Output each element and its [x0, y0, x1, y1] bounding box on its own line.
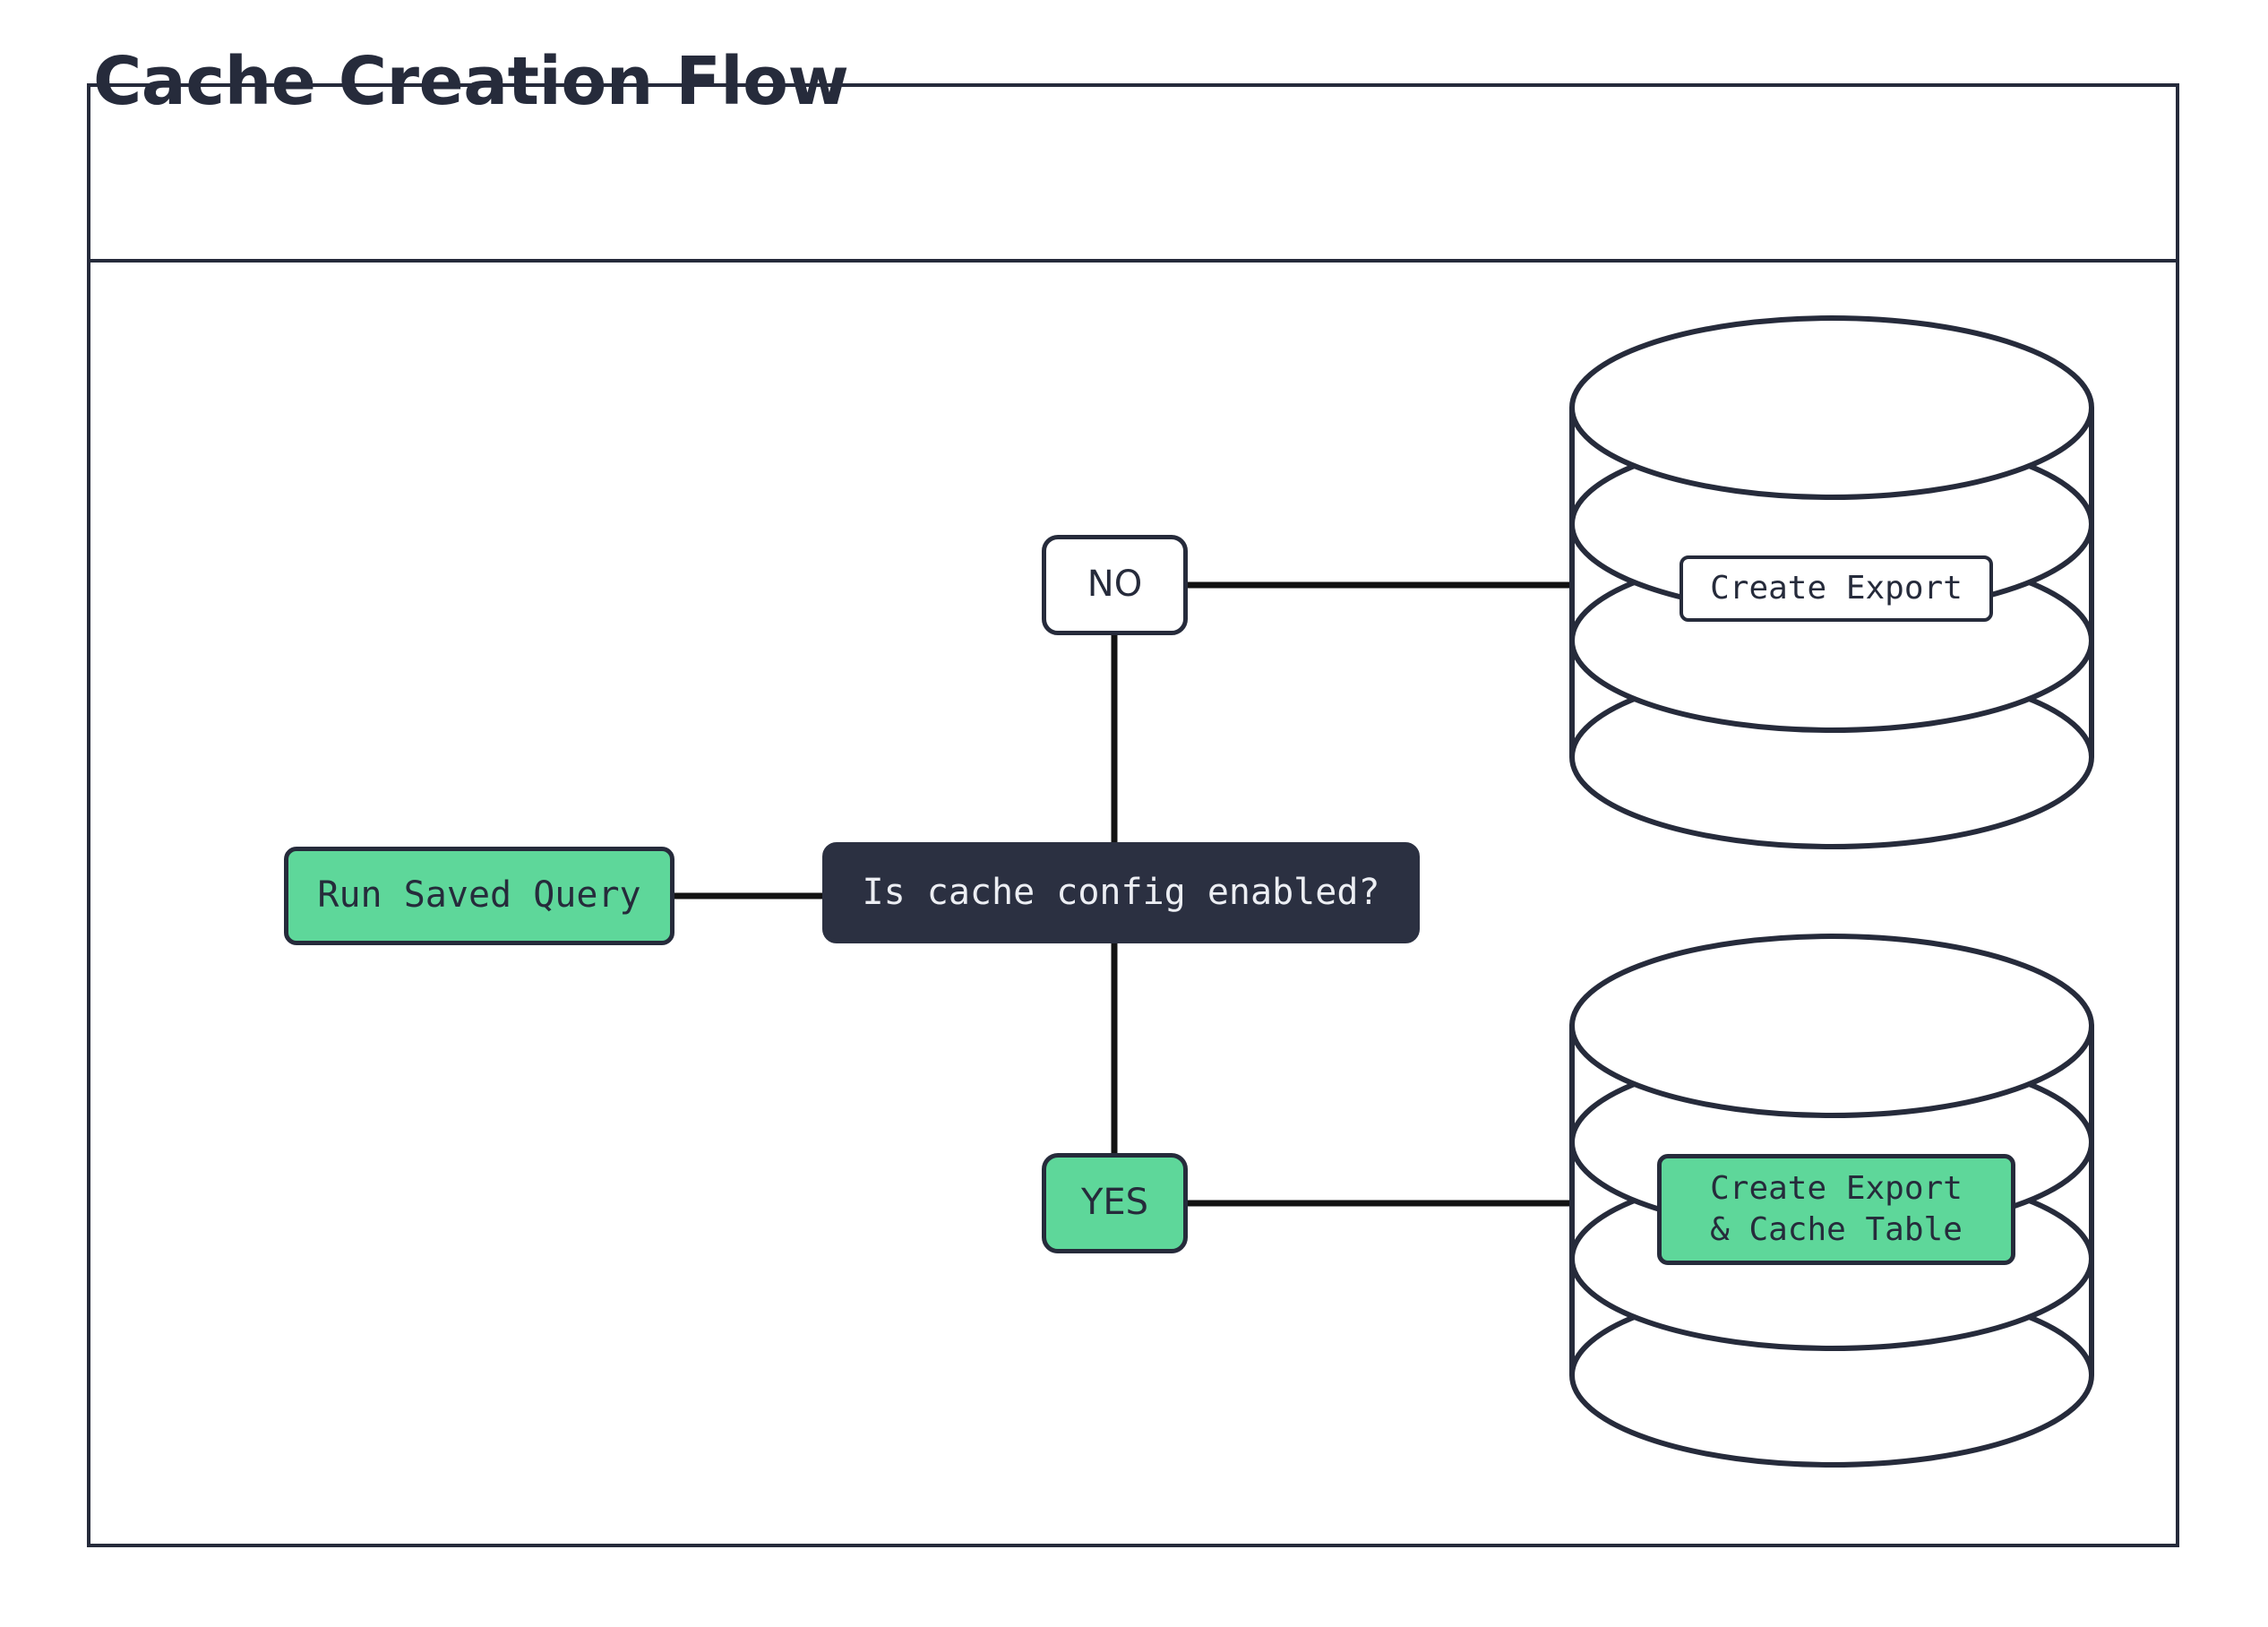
diagram-frame — [87, 83, 2179, 1547]
node-run-saved-query[interactable]: Run Saved Query — [284, 847, 674, 945]
diagram-header — [90, 87, 2176, 263]
node-branch-no[interactable]: NO — [1042, 535, 1188, 635]
node-create-export[interactable]: Create Export — [1680, 555, 1993, 622]
node-decision-is-cache-config-enabled[interactable]: Is cache config enabled? — [822, 842, 1420, 943]
node-create-export-and-cache-table[interactable]: Create Export & Cache Table — [1657, 1154, 2015, 1265]
node-branch-yes[interactable]: YES — [1042, 1153, 1188, 1253]
page-title: Cache Creation Flow — [93, 43, 849, 120]
